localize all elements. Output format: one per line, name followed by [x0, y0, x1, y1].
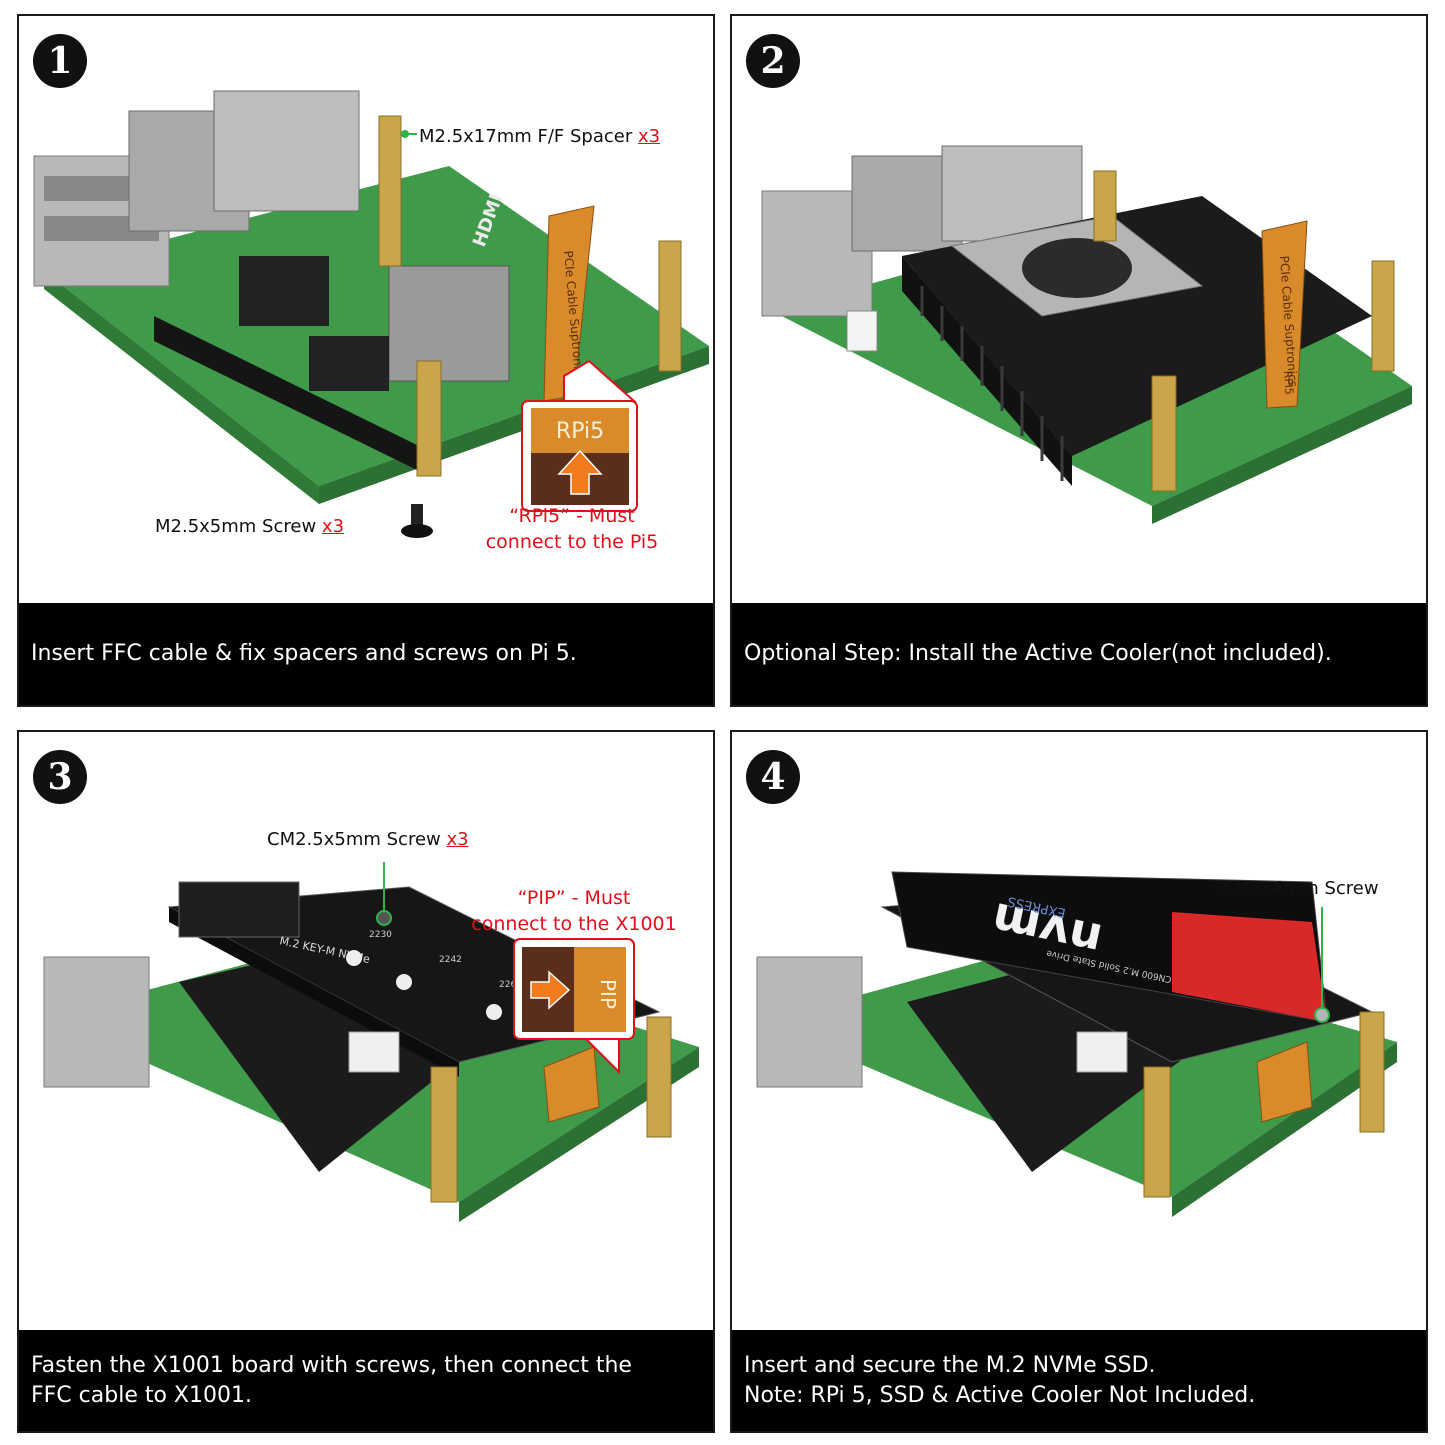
size-2242-label: 2242: [439, 955, 462, 965]
spacer-quantity: x3: [637, 126, 661, 147]
screw-label: CM2x4mm Screw: [1222, 878, 1379, 899]
step-number: 3: [33, 750, 87, 804]
ethernet-port: [213, 90, 360, 212]
ffc-cable: [543, 1046, 600, 1123]
brass-spacer: [1143, 1066, 1171, 1198]
raspberry-pi-board-illustration: HDMI PCIe Cable Suptronics RPi5: [33, 90, 709, 538]
x1001-board-illustration: M.2 KEY-M NVMe 2230 2242 2260 PIP: [43, 862, 699, 1222]
usb-ports: [43, 956, 150, 1088]
arrow-right-icon: [530, 970, 571, 1010]
brass-spacer: [416, 360, 442, 477]
screw-icon: [401, 504, 433, 538]
step-caption: Optional Step: Install the Active Cooler…: [732, 603, 1426, 705]
brass-spacer: [1371, 260, 1395, 372]
brass-spacer: [658, 240, 682, 372]
ffc-end-label: RPi5: [1281, 370, 1296, 395]
step-3-panel: 3 M.2 KEY-M NVMe 2230 2242 2260 PIP CM2.…: [17, 730, 715, 1433]
screw-quantity: x3: [321, 516, 345, 537]
nvme-ssd-illustration: nvm EXPRESS CN600 M.2 Solid State Drive: [756, 871, 1397, 1217]
screw-quantity: x3: [446, 829, 469, 850]
brass-spacer: [1093, 170, 1117, 242]
active-cooler-illustration: PCIe Cable Suptronics RPi5: [761, 145, 1412, 524]
brass-spacer: [1151, 375, 1177, 492]
step-caption: Insert and secure the M.2 NVMe SSD. Note…: [732, 1330, 1426, 1431]
spacer-label: M2.5x17mm F/F Spacer x3: [419, 126, 661, 147]
callout-text: PIP: [596, 979, 620, 1009]
callout-text: RPi5: [556, 419, 604, 444]
pip-note: “PIP” - Must connect to the X1001: [471, 887, 677, 935]
rpi5-note: “RPi5” - Must connect to the Pi5: [485, 505, 659, 553]
ssd-label-red: [1172, 912, 1327, 1022]
brass-spacer: [430, 1066, 458, 1203]
screw-label: CM2.5x5mm Screw x3: [267, 829, 469, 850]
usb-ports: [756, 956, 863, 1088]
brass-spacer: [1359, 1011, 1385, 1133]
soc-chip: [388, 265, 510, 382]
m2-slot: [178, 881, 300, 938]
brass-spacer: [646, 1016, 672, 1138]
step-2-panel: 2 PCIe Cable Suptronics RPi5 Optional St…: [730, 14, 1428, 707]
step-number: 4: [746, 750, 800, 804]
step-4-panel: 4 nvm EXPRESS CN600 M.2 Solid State Driv…: [730, 730, 1428, 1433]
size-2260-label: 2260: [499, 980, 522, 990]
fan-connector: [846, 310, 878, 352]
ffc-cable: [1261, 220, 1308, 409]
step-caption: Fasten the X1001 board with screws, then…: [19, 1330, 713, 1431]
step-caption: Insert FFC cable & fix spacers and screw…: [19, 603, 713, 705]
screw-label: M2.5x5mm Screw x3: [155, 516, 345, 537]
step-1-panel: 1 HDMI PCIe Cable Suptronics RPi5: [17, 14, 715, 707]
pcb-board: [44, 166, 709, 486]
fan-icon: [1022, 238, 1132, 298]
gpio-header: [154, 316, 419, 471]
step-number: 1: [33, 34, 87, 88]
size-2230-label: 2230: [369, 930, 392, 940]
arrow-up-icon: [557, 449, 603, 495]
ffc-cable: [1256, 1041, 1313, 1123]
brass-spacer: [378, 115, 402, 267]
step-number: 2: [746, 34, 800, 88]
